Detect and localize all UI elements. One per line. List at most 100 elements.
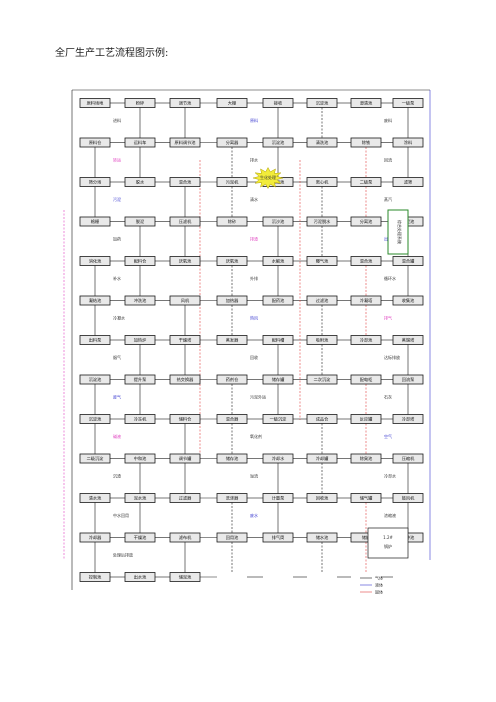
process-box: 污泥脱水 (306, 216, 338, 227)
process-box: 滤布机 (169, 532, 201, 543)
process-box-label: 除臭池 (360, 455, 373, 462)
process-box: 沉沙池 (262, 216, 294, 227)
process-box-label: 储气罐 (360, 494, 373, 501)
process-box: 脱水 (124, 177, 156, 187)
process-box-label: 干燥池 (134, 534, 147, 541)
stream-label: 空气 (384, 433, 392, 439)
process-box-label: 过滤器 (179, 494, 192, 501)
process-box: 配电柜 (350, 374, 382, 385)
process-box: 滤筛 (392, 177, 424, 187)
process-box-label: 运料车 (134, 139, 147, 146)
stream-label: 废水 (250, 512, 258, 518)
process-box-label: 分离器 (226, 139, 239, 146)
process-box-label: 冷却水 (272, 455, 285, 462)
stream-label: 废气 (113, 394, 121, 400)
stream-label: 沉渣 (113, 473, 121, 479)
process-box: 曝气池 (306, 256, 338, 266)
process-box-label: 配电柜 (360, 376, 373, 383)
process-box-label: 筛分场 (89, 178, 102, 185)
process-box: 沉淀池 (79, 374, 111, 385)
process-box-label: 滤筛 (404, 178, 412, 185)
process-box-label: 涂料 (404, 139, 413, 146)
page-title: 全厂生产工艺流程图示例: (55, 48, 169, 59)
process-box: 冲洗池 (124, 295, 156, 306)
process-box: 调节池 (169, 98, 201, 108)
process-box: 二级泵 (350, 177, 382, 187)
process-box: 离心机 (306, 177, 338, 187)
process-box-label: 调节池 (179, 99, 192, 106)
process-box: 澄清池 (350, 98, 382, 108)
process-box: 沉淀池 (79, 414, 111, 424)
process-box-label: 厌氧池 (226, 257, 239, 264)
process-box: 原料仓 (79, 137, 111, 148)
stream-label: 污泥 (113, 196, 121, 202)
stream-label: 外排 (250, 275, 258, 281)
process-box-label: 储存池 (226, 455, 239, 462)
boiler-panel-line: 1.2# (383, 535, 393, 540)
process-box-label: 出料泵 (89, 336, 102, 343)
stream-label: 排渣 (250, 236, 258, 242)
process-box: 沉淀池 (306, 98, 338, 108)
process-box-label: 配药池 (272, 297, 285, 304)
process-box: 调节罐 (169, 453, 201, 464)
stream-label: 浓缩液 (384, 512, 396, 518)
process-box-label: 沉淀池 (272, 139, 285, 146)
process-box-label: 水解池 (272, 257, 285, 264)
process-box-label: 消化池 (89, 257, 102, 264)
process-box-label: 混合罐 (402, 257, 415, 264)
process-box: 混合罐 (392, 256, 424, 266)
process-box: 消化池 (79, 256, 111, 266)
process-box-label: 冷却罐 (316, 455, 329, 462)
stream-label: 处理后排放 (113, 552, 133, 558)
process-box: 原料场地 (79, 98, 111, 108)
side-box-label: 综合处理系统 (397, 220, 403, 244)
process-box: 储存罐 (262, 374, 294, 385)
process-box-label: 泥水池 (134, 494, 147, 501)
process-box-label: 一级泵 (402, 99, 415, 106)
process-box-label: 原料场地 (87, 99, 105, 106)
process-box-label: 滤布机 (179, 534, 192, 541)
stream-label: 补水 (113, 275, 121, 281)
process-box-label: 污泥机 (226, 178, 239, 185)
stream-label: 碱液 (113, 433, 121, 439)
process-box: 风机 (169, 295, 201, 306)
process-box: 排气筒 (262, 532, 294, 543)
process-box-label: 脱泥 (136, 218, 144, 225)
process-box-label: 成品仓 (316, 415, 329, 422)
process-box: 干燥塔 (169, 335, 201, 345)
stream-label: 排气 (384, 315, 392, 321)
process-box-label: 沉淀池 (89, 376, 102, 383)
process-box-label: 冷凝塔 (360, 297, 373, 304)
process-box-label: 冲洗池 (134, 297, 147, 304)
process-box: 格栅 (79, 216, 111, 227)
stream-label: 循环水 (384, 275, 396, 281)
process-box-label: 离心机 (316, 178, 329, 185)
process-box-label: 排气筒 (272, 534, 285, 541)
process-box-label: 分离池 (360, 218, 373, 225)
process-box-label: 二级沉淀 (87, 455, 105, 462)
process-box: 加热器 (216, 295, 248, 306)
stream-label: 达标排放 (384, 354, 400, 360)
stream-label: 转运 (113, 157, 121, 163)
process-box: 厌氧池 (169, 256, 201, 266)
process-box-label: 出水池 (134, 573, 147, 580)
process-box: 干燥池 (124, 532, 156, 543)
process-box: 运料车 (124, 137, 156, 148)
stream-label: 清水 (250, 196, 258, 202)
process-box-label: 二次沉淀 (314, 376, 332, 383)
process-box-label: 蒸发器 (226, 336, 239, 343)
legend-label: 液体 (375, 582, 383, 588)
process-box: 过滤器 (169, 493, 201, 503)
side-box (387, 209, 409, 255)
process-box: 压缩机 (392, 453, 424, 464)
process-box-label: 清洗池 (316, 139, 329, 146)
process-box: 涂料 (392, 137, 424, 148)
stream-label: 原料 (250, 117, 258, 123)
stream-label: 进料 (113, 117, 121, 123)
process-box: 清水池 (79, 493, 111, 503)
process-box: 厌氧池 (216, 256, 248, 266)
process-box: 压滤机 (169, 216, 201, 227)
process-box-label: 混合池 (179, 178, 192, 185)
process-box: 配料槽 (262, 335, 294, 345)
process-box-label: 格栅 (91, 218, 99, 225)
